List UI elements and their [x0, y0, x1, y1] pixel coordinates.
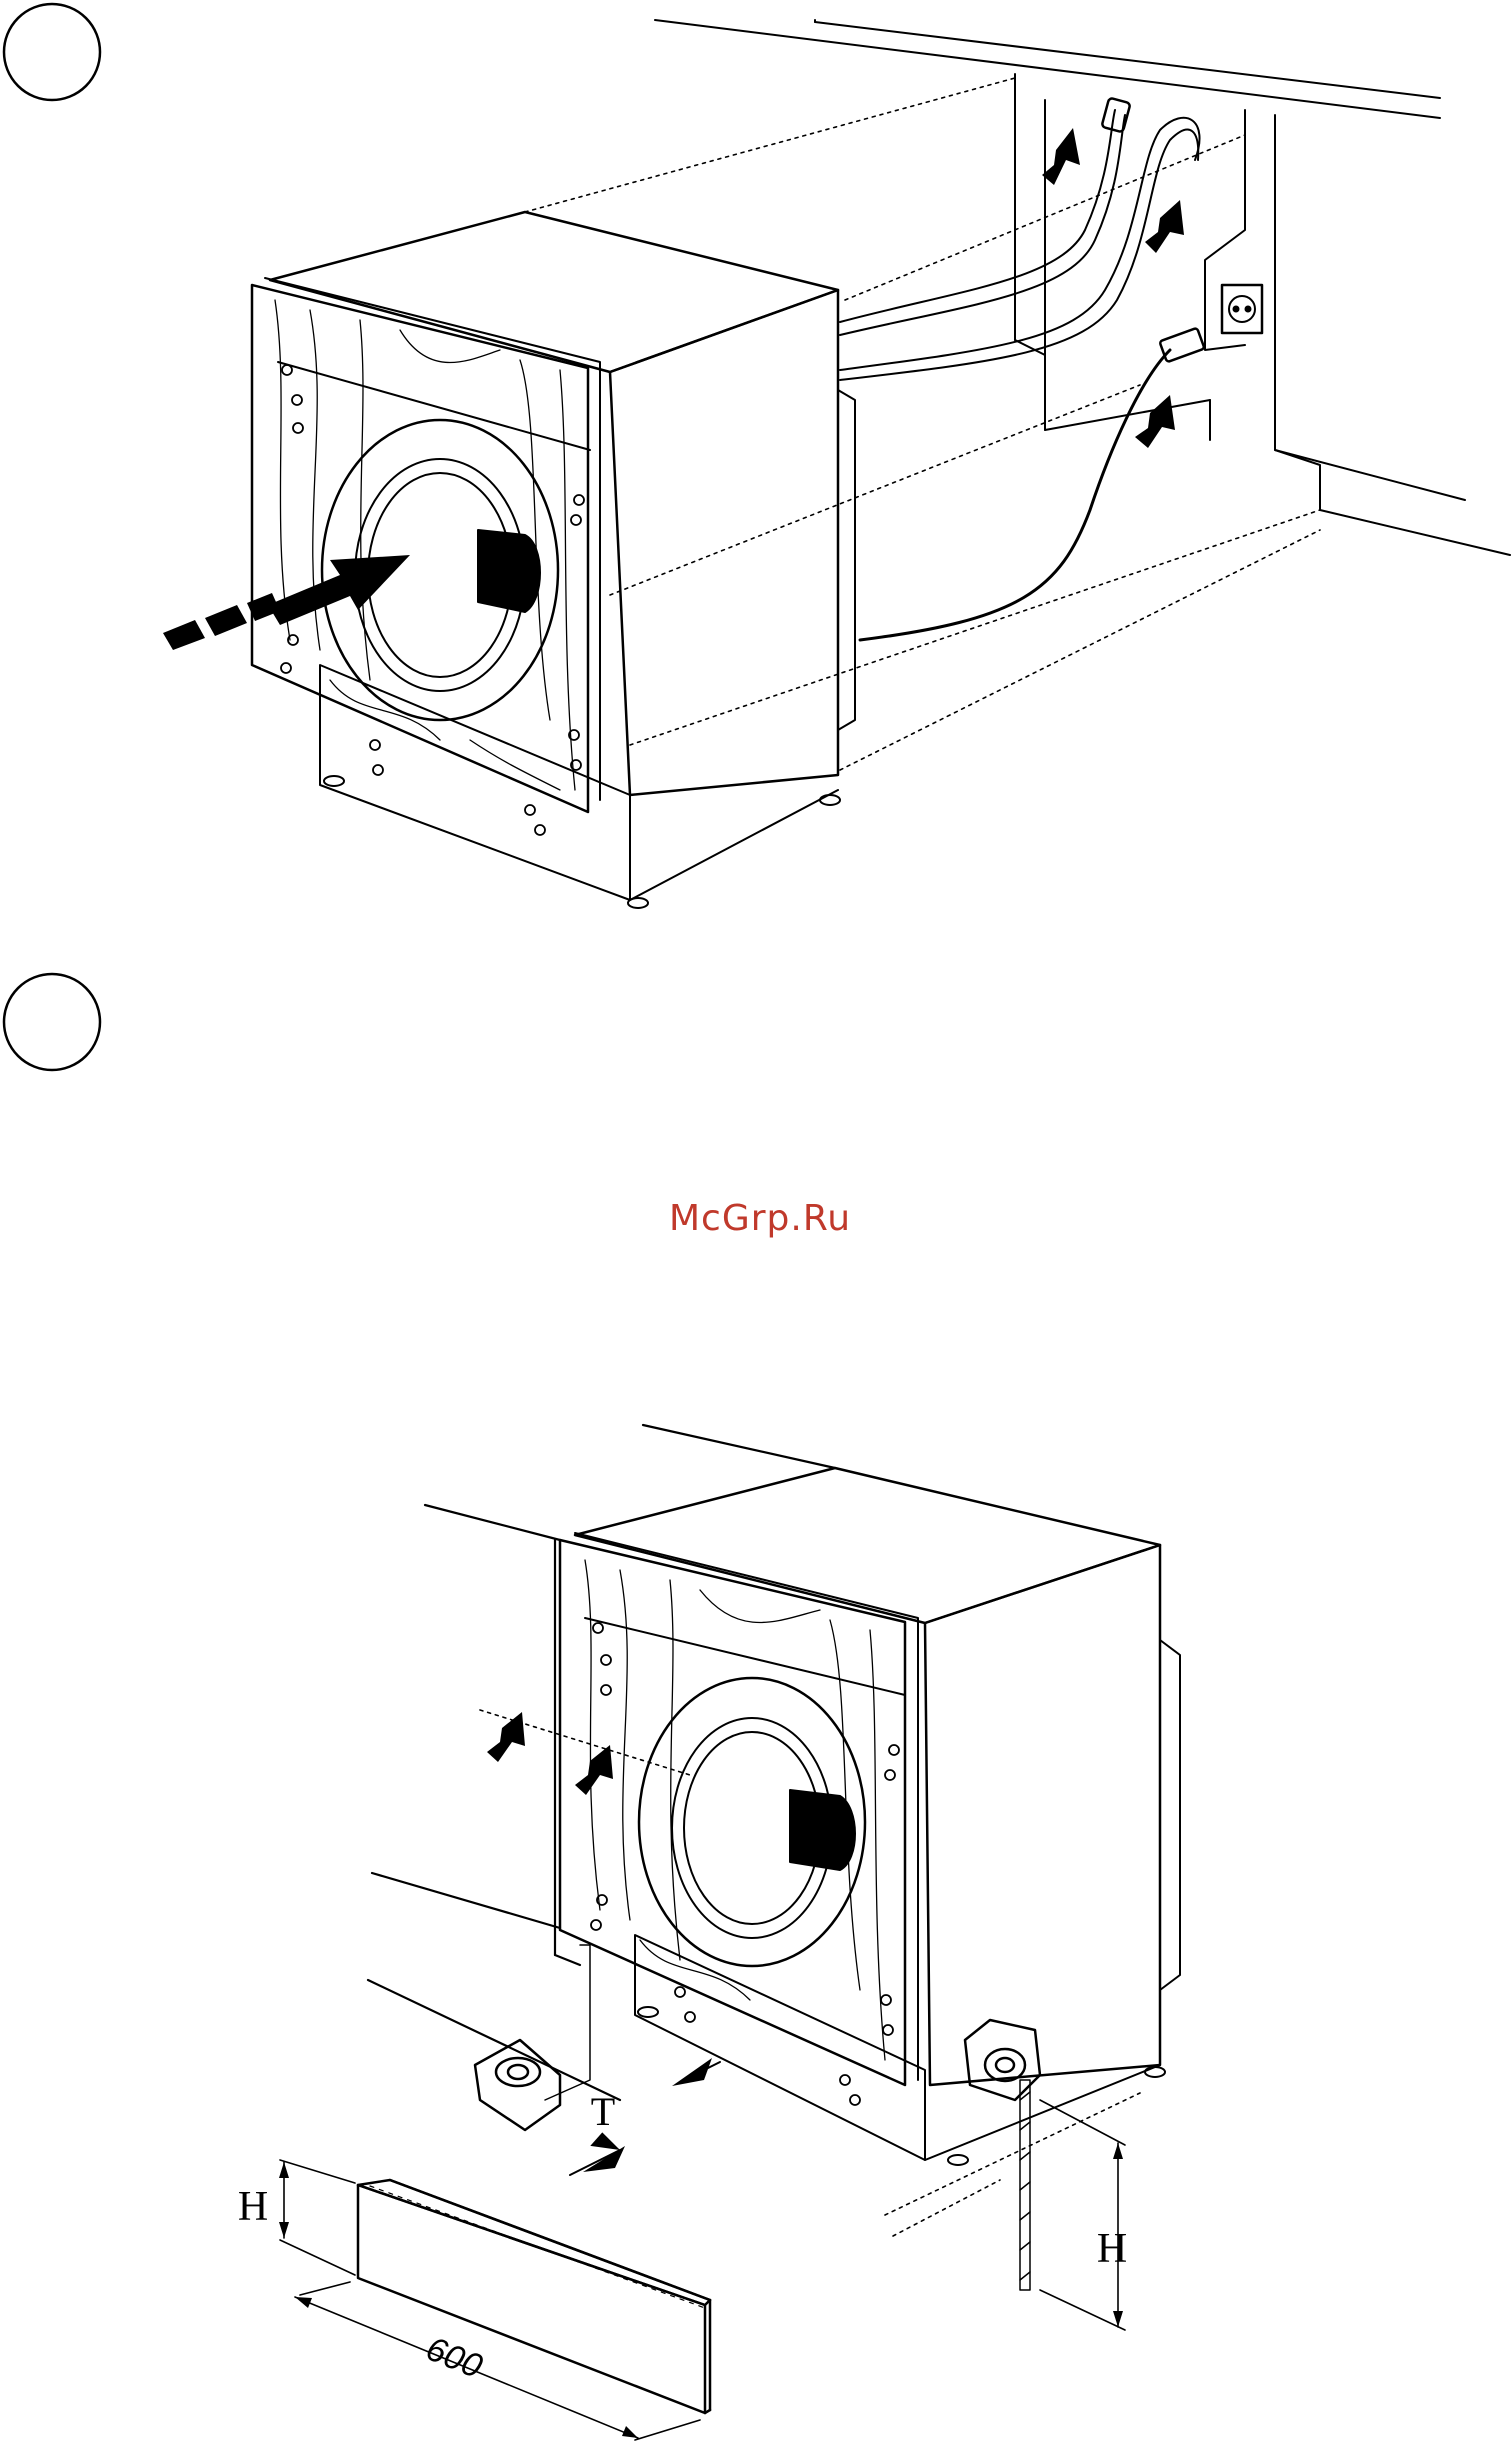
step-2-guide-lines — [480, 1710, 1140, 2236]
plinth-board — [358, 2180, 710, 2413]
hose-connector-icon — [1101, 98, 1130, 133]
door-handle — [478, 530, 540, 612]
step-1-marker — [4, 4, 100, 100]
step-2-figure: T H H — [4, 974, 1180, 2440]
step-1-figure — [4, 4, 1510, 908]
width-dimension — [295, 2282, 700, 2440]
step-2-support-rods — [545, 1945, 1030, 2290]
height-label-left: H — [238, 2184, 268, 2230]
step-1-hoses — [840, 98, 1205, 640]
step-2-screw-holes — [591, 1623, 899, 2105]
width-label: 600 — [421, 2330, 488, 2387]
align-arrow-icon — [487, 1712, 613, 1795]
wall-socket-icon — [1222, 285, 1262, 333]
height-dimension-left — [279, 2160, 355, 2275]
step-1-guide-lines — [525, 78, 1320, 770]
push-arrow-icon — [163, 555, 410, 650]
adjustable-foot-icon — [475, 2020, 1040, 2130]
step-2-washing-machine — [560, 1468, 1180, 2165]
step-2-marker — [4, 974, 100, 1070]
plug-icon — [1159, 328, 1204, 362]
gap-label: T — [591, 2089, 615, 2134]
step-1-cabinet — [655, 20, 1510, 555]
socket-arrow-icon — [1135, 395, 1175, 448]
watermark: McGrp.Ru — [620, 1198, 900, 1239]
height-label-right: H — [1097, 2226, 1127, 2272]
